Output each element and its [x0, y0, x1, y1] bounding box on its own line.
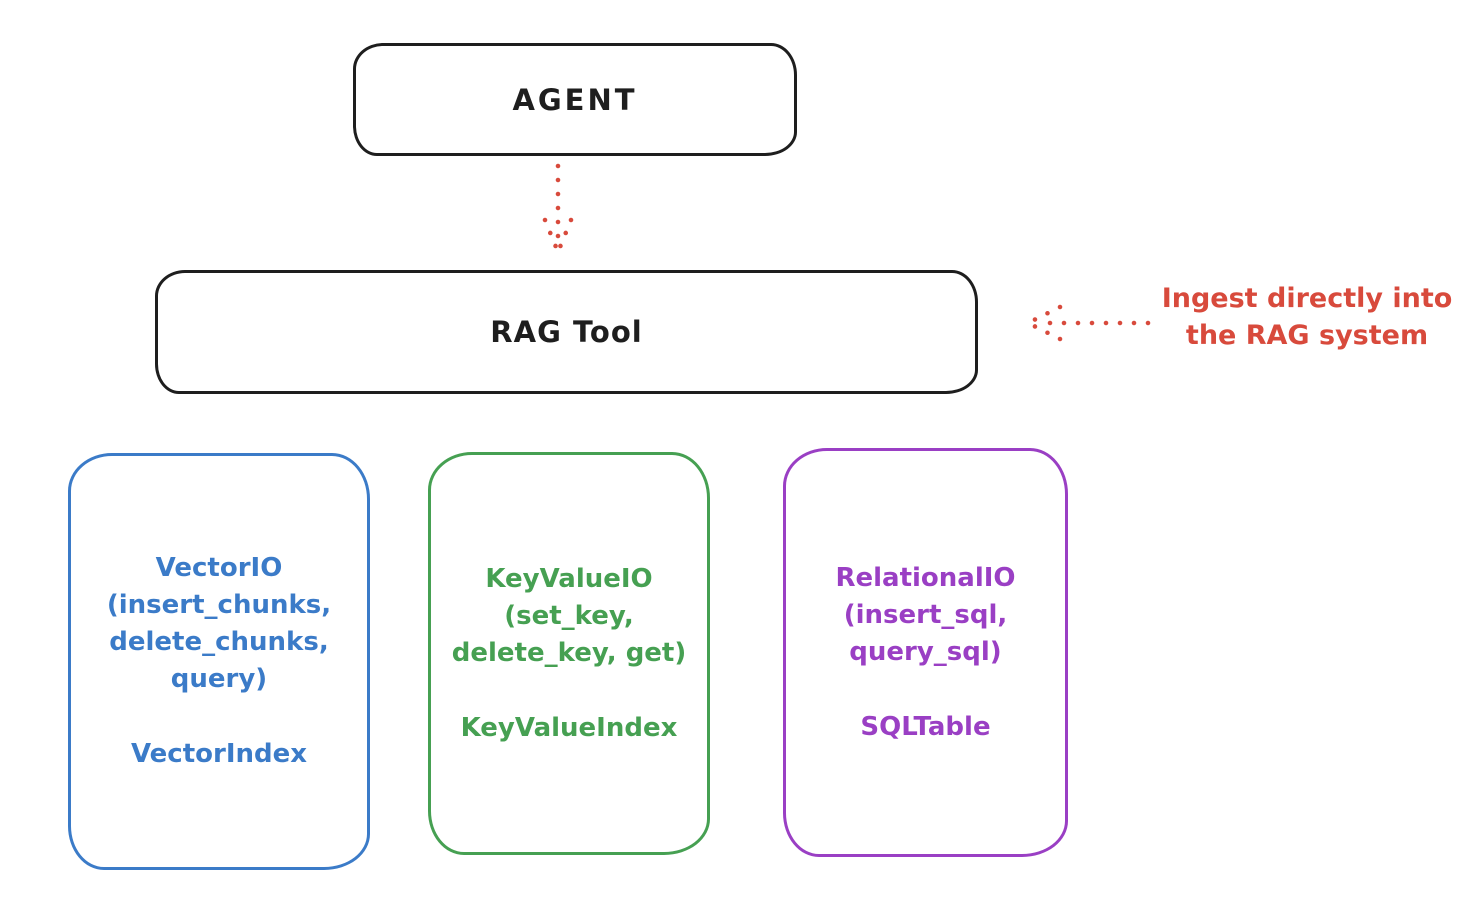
io-box-title: RelationalIO (insert_sql, query_sql) SQL… — [835, 560, 1015, 746]
io-line: (insert_chunks, — [106, 590, 332, 620]
io-line: (insert_sql, — [843, 599, 1008, 630]
io-line: query) — [170, 664, 268, 694]
arrowhead-bottom — [1025, 320, 1063, 342]
agent-to-rag-arrow — [542, 163, 574, 255]
keyvalue-io-box: KeyValueIO (set_key, delete_key, get) Ke… — [428, 452, 710, 855]
io-line: VectorIO — [155, 553, 283, 583]
annotation-line-1: Ingest directly into — [1161, 283, 1453, 314]
arrowhead-right — [555, 217, 574, 255]
io-box-title: VectorIO (insert_chunks, delete_chunks, … — [107, 550, 331, 773]
agent-box: AGENT — [353, 43, 797, 156]
io-line: delete_key, get) — [451, 637, 687, 668]
io-line: (set_key, — [504, 600, 634, 631]
arrowhead-left — [542, 217, 561, 255]
ingest-annotation: Ingest directly into the RAG system — [1140, 280, 1474, 354]
rag-tool-box: RAG Tool — [155, 270, 978, 394]
relational-io-box: RelationalIO (insert_sql, query_sql) SQL… — [783, 448, 1068, 857]
vector-io-box: VectorIO (insert_chunks, delete_chunks, … — [68, 453, 370, 870]
io-index-label: VectorIndex — [130, 739, 308, 769]
io-index-label: KeyValueIndex — [460, 712, 678, 743]
rag-tool-label: RAG Tool — [490, 315, 643, 349]
agent-label: AGENT — [512, 82, 638, 117]
arrowhead-top — [1025, 304, 1063, 326]
io-index-label: SQLTable — [860, 711, 991, 742]
io-line: KeyValueIO — [485, 563, 653, 594]
io-line: query_sql) — [849, 636, 1002, 667]
io-box-title: KeyValueIO (set_key, delete_key, get) Ke… — [452, 561, 687, 747]
ingest-annotation-arrow — [1025, 304, 1151, 342]
annotation-line-2: the RAG system — [1185, 320, 1429, 351]
io-line: delete_chunks, — [109, 627, 329, 657]
io-line: RelationalIO — [835, 562, 1016, 593]
